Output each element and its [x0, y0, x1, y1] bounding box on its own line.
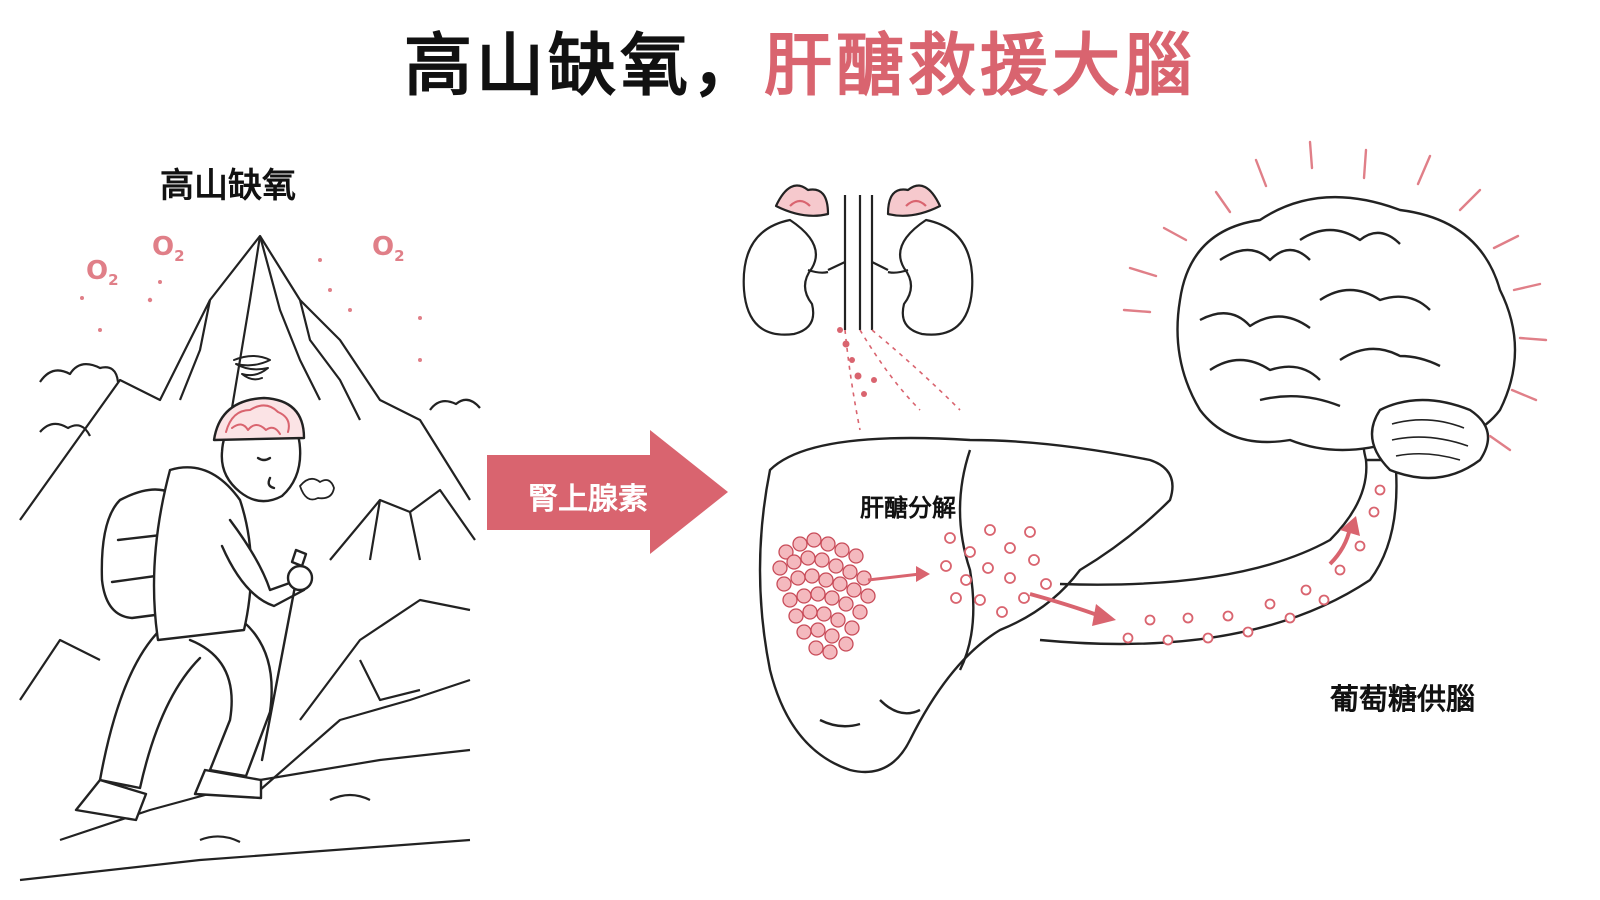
kidneys-icon: [742, 184, 974, 336]
glycogen-cluster: [772, 532, 876, 660]
altitude-hypoxia-label: 高山缺氧: [160, 166, 296, 206]
mountain-icon: [19, 234, 481, 882]
hiker-icon: [74, 355, 335, 822]
adrenaline-label: 腎上腺素: [528, 482, 648, 517]
oxygen-symbol: O2: [152, 232, 185, 266]
oxygen-symbol: O2: [372, 232, 405, 266]
liver-icon: [758, 436, 1174, 774]
page-title: 高山缺氧，肝醣救援大腦: [0, 22, 1600, 112]
oxygen-symbol: O2: [86, 256, 119, 290]
title-part-glycogen: 肝醣救援大腦: [764, 27, 1197, 106]
brain-icon: [1176, 196, 1517, 480]
blood-vessel-icon: [1039, 459, 1398, 646]
title-part-altitude: 高山缺氧，: [403, 27, 764, 106]
glucose-supply-label: 葡萄糖供腦: [1330, 682, 1476, 716]
hormone-arrow: [487, 430, 728, 554]
glycogenolysis-label: 肝醣分解: [860, 494, 956, 522]
